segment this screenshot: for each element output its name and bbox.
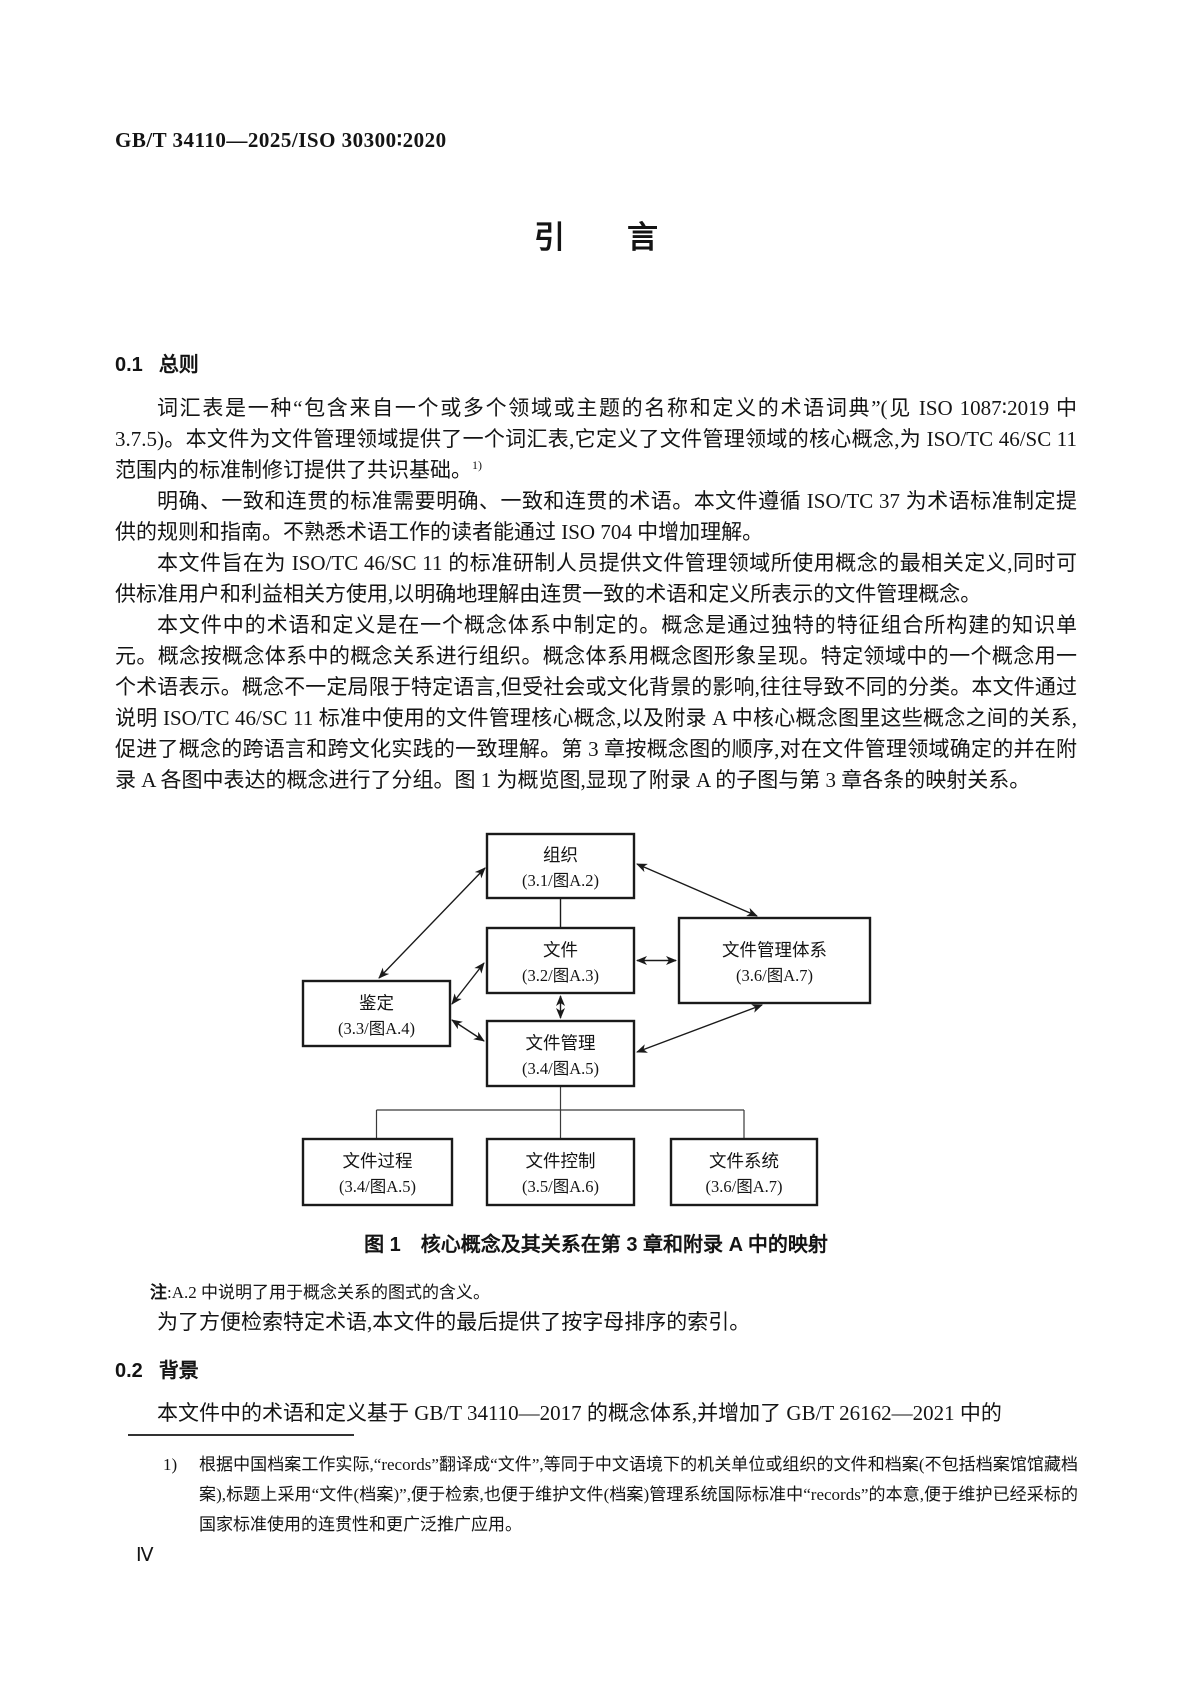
node-records-ref: (3.2/图A.3) [522,966,599,985]
figure-note: 注:A.2 中说明了用于概念关系的图式的含义。 [150,1281,1077,1305]
arrow-appraisal-management [451,1019,485,1042]
paragraph-standards-terms: 明确、一致和连贯的标准需要明确、一致和连贯的术语。本文件遵循 ISO/TC 37… [115,489,1077,544]
node-records-management: 文件管理 (3.4/图A.5) [485,1019,636,1088]
node-records-controls-label: 文件控制 [526,1151,596,1171]
node-organization: 组织 (3.1/图A.2) [485,832,636,900]
node-records-management-ref: (3.4/图A.5) [522,1059,599,1078]
arrow-management-mss [636,1004,763,1053]
node-records-processes-ref: (3.4/图A.5) [339,1177,416,1196]
footnote-marker: 1) [163,1455,178,1474]
footnote-text: 根据中国档案工作实际,“records”翻译成“文件”,等同于中文语境下的机关单… [199,1455,1078,1534]
paragraph-index: 为了方便检索特定术语,本文件的最后提供了按字母排序的索引。 [157,1310,751,1334]
page-number: Ⅳ [136,1545,154,1566]
node-records-controls: 文件控制 (3.5/图A.6) [485,1137,636,1207]
arrow-appraisal-records [451,962,485,1005]
arrow-organization-appraisal [378,867,486,979]
node-records-processes-label: 文件过程 [343,1151,413,1171]
node-organization-label: 组织 [543,845,578,865]
node-mss-label: 文件管理体系 [722,940,827,960]
section-0-1: 0.1 总则 词汇表是一种“包含来自一个或多个领域或主题的名称和定义的术语词典”(… [115,348,1077,796]
node-records-controls-ref: (3.5/图A.6) [522,1177,599,1196]
node-mss: 文件管理体系 (3.6/图A.7) [677,916,872,1005]
section-number: 0.1 [115,354,143,376]
paragraph-glossary-text: 词汇表是一种“包含来自一个或多个领域或主题的名称和定义的术语词典”(见 ISO … [115,396,1077,482]
standard-designation: GB/T 34110—2025/ISO 30300∶2020 [115,128,447,152]
section-0-2-heading: 0.2 背景 [115,1354,1077,1383]
footnote-divider [128,1434,354,1436]
node-records-systems-ref: (3.6/图A.7) [706,1177,783,1196]
document-title: 引 言 [534,220,658,255]
connector-management-children [375,1086,745,1139]
arrow-organization-mss [636,863,758,917]
paragraph-purpose: 本文件旨在为 ISO/TC 46/SC 11 的标准研制人员提供文件管理领域所使… [115,551,1077,606]
node-organization-box [485,832,636,900]
node-records-management-label: 文件管理 [526,1033,596,1053]
node-mss-box [677,916,872,1005]
section-0-1-heading: 0.1 总则 [115,348,1077,377]
section-title: 背景 [158,1360,199,1382]
node-appraisal-ref: (3.3/图A.4) [338,1019,415,1038]
node-appraisal: 鉴定 (3.3/图A.4) [301,979,452,1048]
node-organization-ref: (3.1/图A.2) [522,871,599,890]
node-records-management-box [485,1019,636,1088]
node-records: 文件 (3.2/图A.3) [485,926,636,995]
node-appraisal-label: 鉴定 [359,993,394,1013]
note-label: 注 [150,1283,167,1302]
footnote-1: 1) 根据中国档案工作实际,“records”翻译成“文件”,等同于中文语境下的… [163,1450,1078,1540]
node-records-processes-box [301,1137,454,1207]
node-records-label: 文件 [543,940,578,960]
node-appraisal-box [301,979,452,1048]
note-text: :A.2 中说明了用于概念关系的图式的含义。 [167,1283,490,1302]
figure-1-caption: 图 1 核心概念及其关系在第 3 章和附录 A 中的映射 [364,1234,828,1256]
footnote-reference: 1) [472,458,482,472]
node-records-processes: 文件过程 (3.4/图A.5) [301,1137,454,1207]
node-records-systems: 文件系统 (3.6/图A.7) [669,1137,819,1207]
node-records-box [485,926,636,995]
paragraph-glossary: 词汇表是一种“包含来自一个或多个领域或主题的名称和定义的术语词典”(见 ISO … [115,393,1077,486]
paragraph-background: 本文件中的术语和定义基于 GB/T 34110—2017 的概念体系,并增加了 … [157,1401,1002,1425]
paragraph-concept-system: 本文件中的术语和定义是在一个概念体系中制定的。概念是通过独特的特征组合所构建的知… [115,613,1077,792]
node-records-systems-box [669,1137,819,1207]
node-records-systems-label: 文件系统 [709,1151,779,1171]
node-mss-ref: (3.6/图A.7) [736,966,813,985]
section-title: 总则 [158,354,199,376]
node-records-controls-box [485,1137,636,1207]
section-number: 0.2 [115,1360,143,1382]
